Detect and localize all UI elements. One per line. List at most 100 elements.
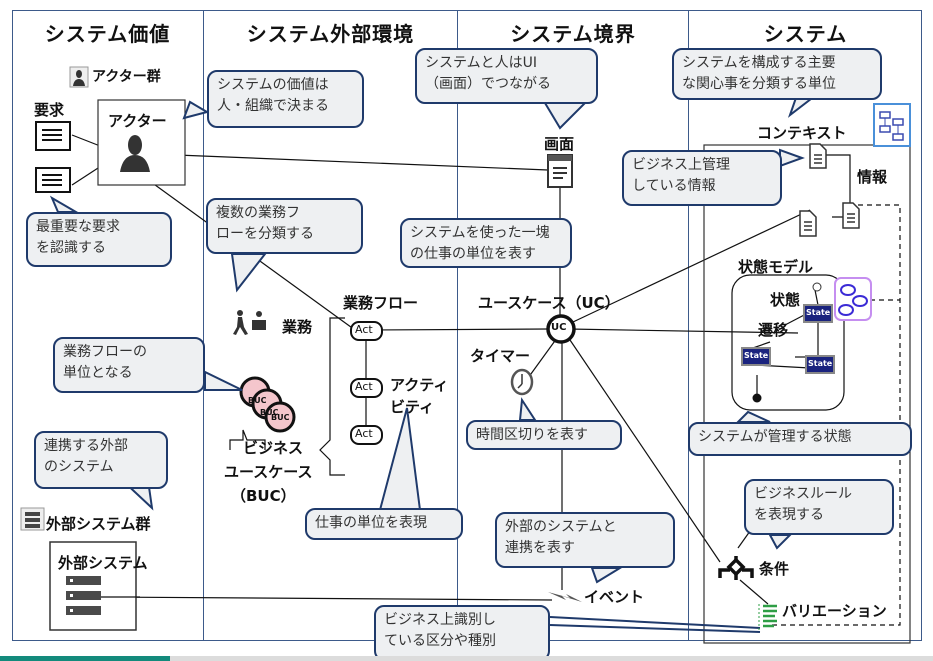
connector-line (151, 153, 549, 171)
act-node (350, 378, 383, 398)
timer-label: タイマー (470, 347, 531, 365)
state-diagram-icon (834, 277, 872, 321)
uc-node (546, 314, 576, 344)
callout-work-unit: 仕事の単位を表現 (305, 508, 463, 540)
requirement-doc-icon (35, 167, 71, 193)
context-frame (703, 144, 911, 644)
dashed-link (768, 204, 901, 626)
actor-person-icon (120, 135, 150, 172)
buc-circle-label: BUC (260, 408, 279, 417)
connector-line (101, 596, 553, 601)
event-label: イベント (584, 588, 645, 606)
final-state-marker (752, 393, 762, 403)
callout-tail (779, 148, 805, 168)
activity-label-line1: アクティ (390, 376, 449, 394)
callout-tail (543, 102, 588, 130)
initial-state-marker (812, 282, 822, 292)
external-system-label: 外部システム (58, 554, 148, 572)
bracket (319, 317, 345, 476)
callout-tail (204, 370, 243, 391)
connector-line (814, 289, 819, 306)
buc-circle (264, 401, 296, 433)
state-box (741, 347, 771, 366)
usecase-label: ユースケース（UC） (478, 294, 620, 312)
information-doc-icon (799, 210, 817, 237)
connector-line (832, 208, 845, 218)
business-label: 業務 (282, 318, 313, 336)
act-node-label: Act (355, 323, 373, 336)
state-model-label: 状態モデル (738, 258, 814, 276)
callout-flow-unit: 業務フローの 単位となる (53, 337, 205, 393)
callout-managed-info: ビジネス上管理 している情報 (622, 150, 782, 206)
state-box (803, 304, 833, 323)
bottom-accent-bar (0, 656, 170, 661)
callout-classification: ビジネス上識別し ている区分や種別 (374, 605, 550, 661)
column-divider (457, 10, 458, 641)
requirement-doc-icon (35, 121, 71, 151)
callout-tail (735, 410, 771, 423)
actor-group-label: アクター群 (92, 69, 161, 85)
callout-ui-connects: システムと人はUI （画面）でつながる (415, 48, 598, 104)
uc-node-label: UC (551, 322, 567, 333)
column-title-system-value: システム価値 (44, 22, 171, 46)
information-doc-icon (842, 202, 860, 229)
callout-external-systems: 連携する外部 のシステム (34, 431, 168, 489)
callout-uc-unit: システムを使った一塊 の仕事の単位を表す (400, 218, 572, 268)
column-title-external-environment: システム外部環境 (246, 22, 415, 46)
external-system-box (49, 541, 137, 631)
state-box-label: State (744, 351, 769, 360)
requirement-label: 要求 (34, 101, 65, 119)
transition-label: 遷移 (758, 321, 789, 339)
business-person-icon (233, 310, 266, 335)
actor-label: アクター (108, 112, 167, 130)
buc-circle-label: BUC (248, 396, 267, 405)
activity-label-line2: ビティ (390, 398, 435, 416)
bracket (229, 429, 266, 450)
bottom-scroll-track (170, 656, 933, 661)
business-flow-label: 業務フロー (343, 294, 419, 312)
buc-icon-group (239, 376, 296, 433)
external-system-group-icon (20, 507, 45, 531)
event-lightning-icon (548, 592, 582, 602)
information-label: 情報 (857, 168, 888, 186)
state-box (805, 355, 835, 374)
callout-pointer (549, 616, 761, 629)
state-box-label: State (808, 359, 833, 368)
connector-line (822, 154, 851, 203)
callout-pointer (549, 624, 761, 633)
buc-label-line2: ユースケース (224, 463, 313, 481)
buc-circle-label: BUC (271, 413, 290, 422)
information-doc-icon (809, 143, 827, 169)
callout-tail (518, 397, 537, 421)
callout-tail (230, 253, 268, 293)
callout-tail (49, 195, 80, 213)
connector-line (572, 209, 811, 323)
column-divider (203, 10, 204, 641)
screen-label: 画面 (544, 135, 575, 153)
state-box-label: State (806, 308, 831, 317)
context-label: コンテキスト (757, 124, 847, 142)
timer-clock-icon (510, 368, 534, 396)
variation-list-icon (758, 604, 777, 630)
callout-tail (590, 567, 624, 584)
column-title-system-boundary: システム境界 (510, 22, 636, 46)
callout-tail (768, 534, 793, 550)
callout-recognize-requirements: 最重要な要求 を認識する (26, 212, 172, 267)
buc-label-line1: ビジネス (243, 439, 304, 457)
connector-line (739, 579, 769, 605)
connector-line (371, 328, 549, 331)
variation-label: バリエーション (782, 602, 887, 620)
buc-label-line3: （BUC） (231, 487, 296, 505)
callout-managed-state: システムが管理する状態 (688, 422, 912, 456)
state-label: 状態 (770, 291, 801, 309)
column-divider (688, 10, 689, 641)
callout-business-rule: ビジネスルール を表現する (744, 479, 894, 535)
callout-context-unit: システムを構成する主要 な関心事を分類する単位 (672, 48, 882, 100)
condition-gateway-icon (718, 556, 754, 580)
connector-line (527, 337, 558, 379)
server-icon (66, 576, 101, 615)
act-node-label: Act (355, 380, 373, 393)
connector-line (569, 339, 721, 563)
callout-time-division: 時間区切りを表す (466, 420, 622, 450)
